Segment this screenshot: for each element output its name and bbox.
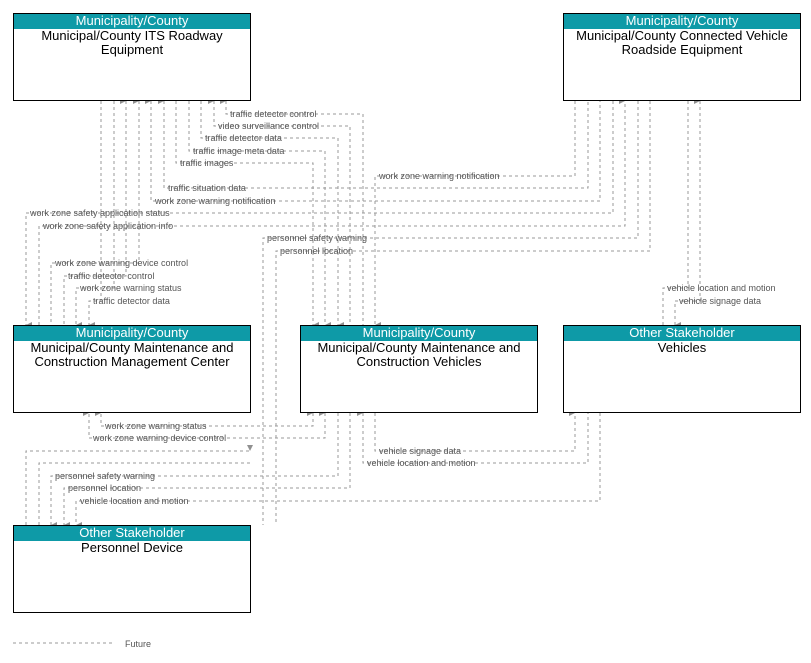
flow-label: work zone warning notification <box>154 196 276 206</box>
legend-future-label: Future <box>125 639 151 649</box>
node-title: Personnel Device <box>81 540 183 555</box>
flow-label: work zone warning notification <box>378 171 500 181</box>
flow-line <box>83 410 326 439</box>
flow-label: work zone warning status <box>104 421 207 431</box>
flow-line <box>158 98 589 189</box>
flow-label: traffic detector control <box>230 109 316 119</box>
node-title: Municipal/County ITS Roadway Equipment <box>41 28 223 57</box>
flow-line <box>200 101 344 328</box>
flow-line <box>95 410 314 427</box>
flow-label: vehicle location and motion <box>80 496 189 506</box>
flow-label: personnel safety warning <box>267 233 367 243</box>
node-title: Municipal/County Maintenance and Constru… <box>317 340 521 369</box>
flow-line <box>63 413 351 528</box>
flow-label: work zone warning device control <box>92 433 226 443</box>
flow-label: work zone safety application status <box>29 208 170 218</box>
stakeholder-label: Municipality/County <box>564 14 800 29</box>
flow-line <box>88 101 102 328</box>
node-maintenance-management-center[interactable]: Municipality/County Municipal/County Mai… <box>13 325 251 413</box>
node-connected-vehicle-roadside-equipment[interactable]: Municipality/County Municipal/County Con… <box>563 13 801 101</box>
flow-label: traffic situation data <box>168 183 246 193</box>
flow-line <box>25 101 614 328</box>
flow-label: personnel location <box>68 483 141 493</box>
flow-label: traffic detector data <box>93 296 170 306</box>
flow-label: vehicle location and motion <box>667 283 776 293</box>
stakeholder-label: Municipality/County <box>14 326 250 341</box>
flow-label: personnel safety warning <box>55 471 155 481</box>
node-its-roadway-equipment[interactable]: Municipality/County Municipal/County ITS… <box>13 13 251 101</box>
flow-label: traffic detector data <box>205 133 282 143</box>
stakeholder-label: Municipality/County <box>14 14 250 29</box>
flow-line <box>75 101 115 328</box>
flow-line <box>25 445 253 525</box>
flow-line <box>50 98 140 325</box>
flow-label: vehicle location and motion <box>367 458 476 468</box>
flow-line <box>38 462 250 525</box>
flow-label: traffic images <box>180 158 234 168</box>
node-title: Municipal/County Maintenance and Constru… <box>30 340 234 369</box>
flow-label: video surveillance control <box>218 121 319 131</box>
flow-line <box>374 410 576 452</box>
flow-line <box>674 98 701 328</box>
flow-line <box>220 98 364 325</box>
flow-line <box>75 413 601 528</box>
flow-line <box>63 98 127 325</box>
flow-line <box>374 101 576 328</box>
flow-label: work zone warning device control <box>54 258 188 268</box>
flow-label: work zone safety application info <box>42 221 173 231</box>
stakeholder-label: Other Stakeholder <box>564 326 800 341</box>
flow-label: work zone warning status <box>79 283 182 293</box>
stakeholder-label: Municipality/County <box>301 326 537 341</box>
flow-line <box>175 101 319 328</box>
flow-line <box>38 98 626 325</box>
flow-line <box>50 413 339 528</box>
node-title: Municipal/County Connected Vehicle Roads… <box>576 28 788 57</box>
node-maintenance-vehicles[interactable]: Municipality/County Municipal/County Mai… <box>300 325 538 413</box>
flow-line <box>262 101 639 525</box>
node-title: Vehicles <box>657 340 707 355</box>
flow-label: vehicle signage data <box>379 446 461 456</box>
flow-label: traffic image meta data <box>193 146 284 156</box>
node-vehicles[interactable]: Other Stakeholder Vehicles <box>563 325 801 413</box>
node-personnel-device[interactable]: Other Stakeholder Personnel Device <box>13 525 251 613</box>
flow-label: personnel location <box>280 246 353 256</box>
flow-line <box>357 410 589 464</box>
flow-label: traffic detector control <box>68 271 154 281</box>
flow-line <box>275 101 651 525</box>
flow-label: vehicle signage data <box>679 296 761 306</box>
stakeholder-label: Other Stakeholder <box>14 526 250 541</box>
